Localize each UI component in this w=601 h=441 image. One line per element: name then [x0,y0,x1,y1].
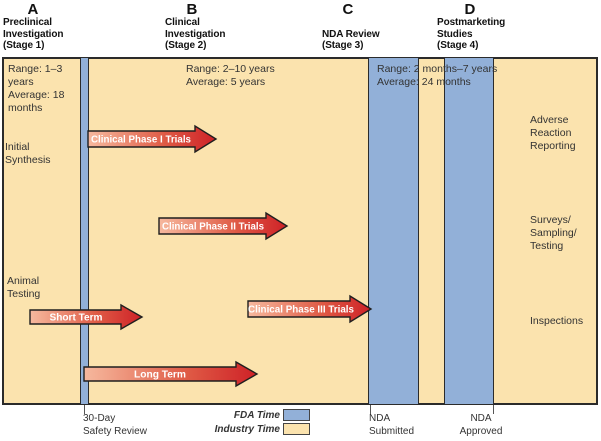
safety-review-bar [80,57,89,405]
stage3-range-text: Range: 2 months–7 years Average: 24 mont… [377,63,498,88]
inspections-text: Inspections [530,315,584,327]
stage1-range-text: Range: 1–3 years Average: 18 months [8,63,65,114]
adverse-reaction-text: Adverse Reaction Reporting [530,114,576,152]
industry-time-legend-label: Industry Time [214,424,280,435]
nda-submitted-label: NDA Submitted [369,413,415,437]
initial-synthesis-text: Initial Synthesis [5,141,51,166]
timeline-box [2,57,598,405]
fda-time-legend-label: FDA Time [233,410,280,421]
stage-d-title: Postmarketing Studies (Stage 4) [437,17,506,51]
fda-time-swatch [283,409,310,421]
nda-approved-label: NDA Approved [459,413,503,437]
stage-d-letter: D [464,1,476,18]
safety-review-label: 30-Day Safety Review [83,413,147,437]
nda-review-bar-1 [368,57,419,405]
nda-approved-tick [493,405,494,414]
surveys-text: Surveys/ Sampling/ Testing [530,214,577,252]
stage-b-letter: B [186,1,198,18]
animal-testing-text: Animal Testing [7,275,41,300]
stage2-range-text: Range: 2–10 years Average: 5 years [186,63,275,88]
nda-submitted-tick [370,405,371,414]
safety-review-tick [84,405,85,414]
stage-b-title: Clinical Investigation (Stage 2) [165,17,226,51]
stage-c-title: NDA Review (Stage 3) [322,28,380,52]
stage-c-letter: C [342,1,354,18]
industry-time-swatch [283,423,310,435]
stage-a-title: Preclinical Investigation (Stage 1) [3,17,64,51]
stage-a-letter: A [27,1,39,18]
nda-review-bar-2 [444,57,494,405]
